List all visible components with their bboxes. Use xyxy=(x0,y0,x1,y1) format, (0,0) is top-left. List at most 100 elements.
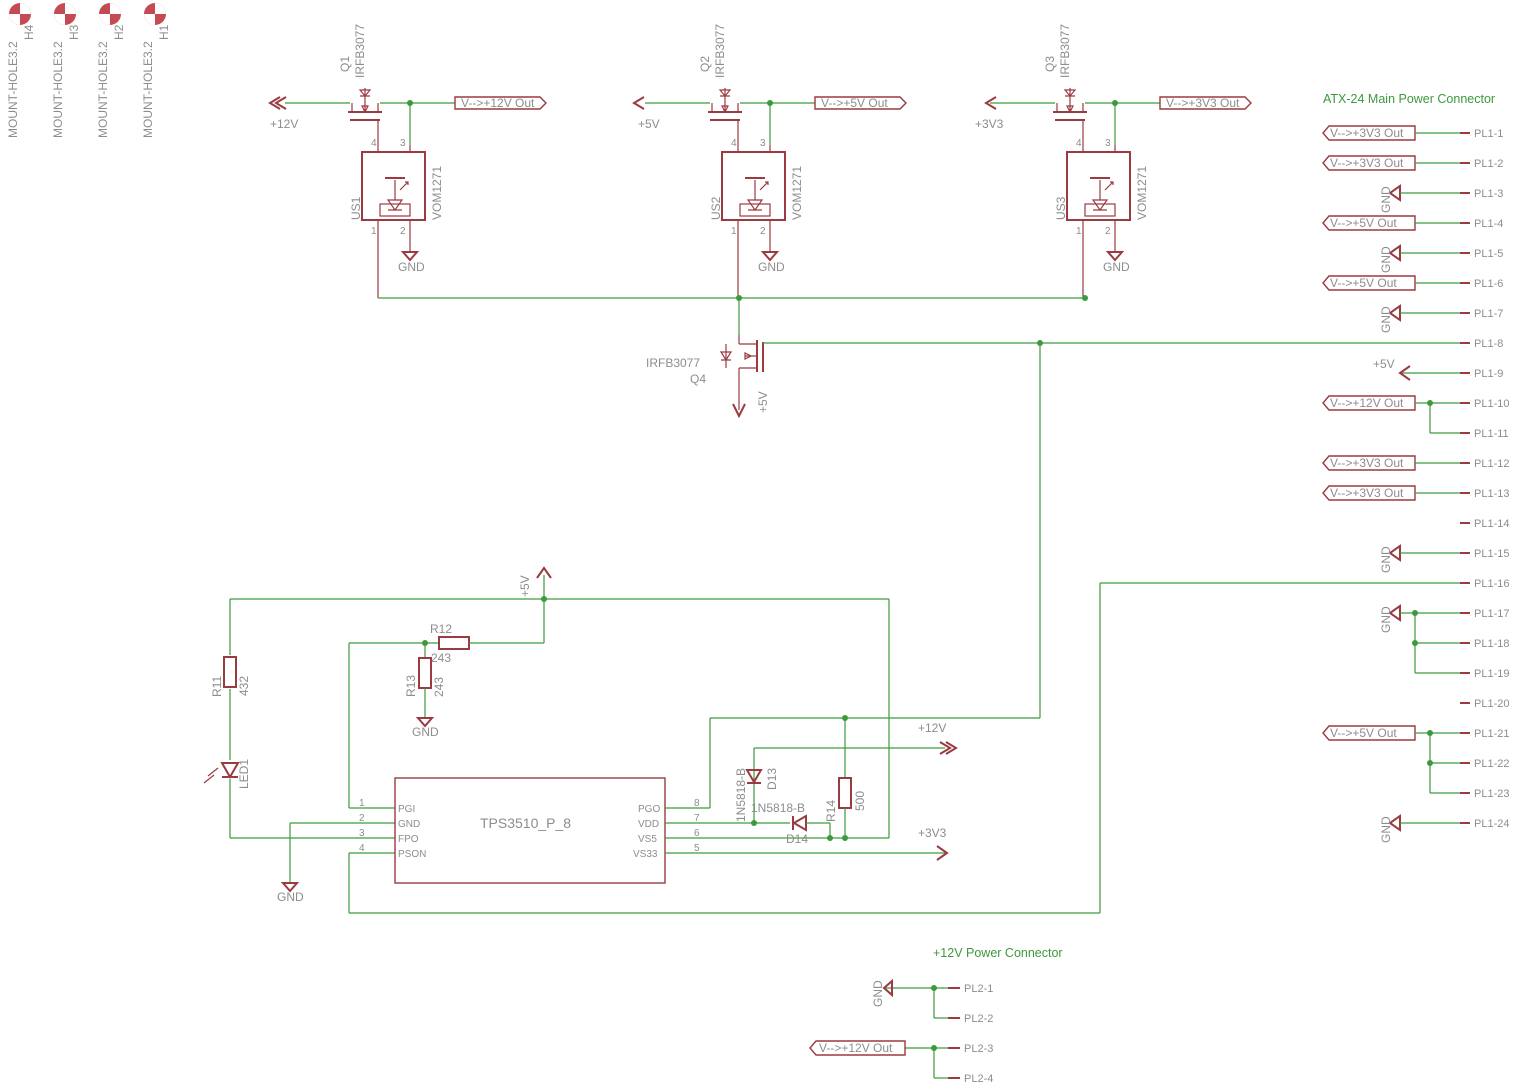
pin-1: 1 xyxy=(371,226,377,237)
atx-pin-label: PL1-1 xyxy=(1474,128,1503,140)
atx-flag-text: V-->+5V Out xyxy=(1330,726,1397,740)
rail-label: +5V xyxy=(638,117,660,131)
pin-4: 4 xyxy=(1076,138,1082,149)
ic-pin-name: FPO xyxy=(398,834,419,845)
atx-pin-row: PL1-12 xyxy=(1460,458,1509,470)
gnd-label: GND xyxy=(758,260,785,274)
atx-connector: PL1-1PL1-2PL1-3PL1-4PL1-5PL1-6PL1-7PL1-8… xyxy=(1322,125,1509,843)
d13-name: D13 xyxy=(765,768,779,790)
atx-pin-label: PL1-2 xyxy=(1474,158,1503,170)
atx-pin-label: PL1-5 xyxy=(1474,248,1503,260)
pin-3: 3 xyxy=(1105,138,1111,149)
diode-d14 xyxy=(792,814,807,832)
pin-2: 2 xyxy=(400,226,406,237)
atx-pin-row: PL1-21 xyxy=(1460,728,1509,740)
mount-hole-h3: MOUNT-HOLE3.2 H3 xyxy=(51,3,81,138)
switch-stage-3: +3V3 Q3 IRFB3077 V-->+3V3 Out xyxy=(975,24,1252,298)
pin-4: 4 xyxy=(731,138,737,149)
atx-pin-row: PL1-24 xyxy=(1460,818,1509,830)
resistor-r14 xyxy=(838,777,852,809)
pin9-rail: +5V xyxy=(1373,357,1395,371)
ic-pin-name: GND xyxy=(398,819,420,830)
r14-name: R14 xyxy=(824,800,838,822)
atx-pin-label: PL1-19 xyxy=(1474,668,1509,680)
ic-pin-num: 4 xyxy=(359,843,365,854)
optocoupler-us2 xyxy=(721,145,786,298)
mosfet-q4 xyxy=(719,335,764,419)
rail-label: +3V3 xyxy=(975,117,1004,131)
net-flag-out: V-->+5V Out xyxy=(814,96,907,110)
resistor-r12 xyxy=(438,636,470,650)
p12-pin: PL2-2 xyxy=(964,1013,993,1025)
p12-pin: PL2-4 xyxy=(964,1073,993,1085)
net-flag-p12 xyxy=(809,1040,906,1056)
mount-hole-h4: MOUNT-HOLE3.2 H4 xyxy=(6,3,36,138)
pin-1: 1 xyxy=(1076,226,1082,237)
r13-gnd: GND xyxy=(412,725,439,739)
opto-part: VOM1271 xyxy=(430,166,444,220)
led-1 xyxy=(203,762,240,784)
net-flag-out: V-->+12V Out xyxy=(454,96,547,110)
atx-pin-label: PL1-7 xyxy=(1474,308,1503,320)
p12-flag: V-->+12V Out xyxy=(819,1041,893,1055)
ic-pin-name: VS33 xyxy=(633,849,658,860)
opto-name: US1 xyxy=(349,196,363,220)
atx-pin-row: PL1-7 xyxy=(1460,308,1503,320)
optocoupler-us1 xyxy=(361,145,426,298)
ic-pin-name: PGO xyxy=(638,804,660,815)
atx-pin-label: PL1-14 xyxy=(1474,518,1509,530)
atx-pin-label: PL1-15 xyxy=(1474,548,1509,560)
r11-value: 432 xyxy=(237,676,251,696)
atx-gnd-symbol: GND xyxy=(1379,544,1460,573)
opto-name: US2 xyxy=(709,196,723,220)
atx-title: ATX-24 Main Power Connector xyxy=(1323,92,1495,106)
atx-pin-row: PL1-11 xyxy=(1460,428,1509,440)
hole-part: MOUNT-HOLE3.2 xyxy=(96,41,110,138)
net-flag-out: V-->+3V3 Out xyxy=(1159,96,1252,110)
atx-gnd-label: GND xyxy=(1379,606,1393,633)
switch-stage-1: +12V Q1 IRFB3077 V-->+12V Out xyxy=(268,24,547,298)
q4-rail: +5V xyxy=(756,391,770,413)
atx-pin-label: PL1-12 xyxy=(1474,458,1509,470)
atx-pin-row: PL1-15 xyxy=(1460,548,1509,560)
hole-part: MOUNT-HOLE3.2 xyxy=(141,41,155,138)
mosfet-part: IRFB3077 xyxy=(713,24,727,78)
atx-pin-row: PL1-16 xyxy=(1460,578,1509,590)
r13-name: R13 xyxy=(404,675,418,697)
supervisor-circuit xyxy=(203,566,1040,893)
pin-2: 2 xyxy=(760,226,766,237)
atx-pin-row: PL1-19 xyxy=(1460,668,1509,680)
atx-pin-label: PL1-11 xyxy=(1474,428,1509,440)
atx-pin-label: PL1-18 xyxy=(1474,638,1509,650)
ic-pin-num: 5 xyxy=(694,843,700,854)
atx-pin-label: PL1-16 xyxy=(1474,578,1509,590)
atx-pin-row: PL1-17 xyxy=(1460,608,1509,620)
mount-holes: MOUNT-HOLE3.2 H4 MOUNT-HOLE3.2 H3 MOUNT-… xyxy=(6,3,171,138)
ic-gnd-label: GND xyxy=(277,890,304,904)
hole-part: MOUNT-HOLE3.2 xyxy=(6,41,20,138)
atx-pin-label: PL1-13 xyxy=(1474,488,1509,500)
atx-flag-text: V-->+3V3 Out xyxy=(1330,486,1404,500)
atx-flag-text: V-->+3V3 Out xyxy=(1330,126,1404,140)
atx-pin-label: PL1-6 xyxy=(1474,278,1503,290)
atx-flag-text: V-->+3V3 Out xyxy=(1330,156,1404,170)
mosfet-name: Q1 xyxy=(338,56,352,72)
atx-pin-row: PL1-1 xyxy=(1460,128,1503,140)
rail-12v: +12V xyxy=(918,721,946,735)
p12-title: +12V Power Connector xyxy=(933,946,1063,960)
ic-pin-num: 6 xyxy=(694,828,700,839)
atx-pin-label: PL1-3 xyxy=(1474,188,1503,200)
hole-name: H1 xyxy=(157,24,171,40)
opto-name: US3 xyxy=(1054,196,1068,220)
ic-name: TPS3510_P_8 xyxy=(480,815,571,831)
r12-name: R12 xyxy=(430,622,452,636)
optocoupler-us3 xyxy=(1066,145,1131,298)
atx-gnd-symbol: GND xyxy=(1379,304,1460,333)
ic-pin-name: VS5 xyxy=(638,834,657,845)
atx-net-flag: V-->+12V Out xyxy=(1322,395,1460,411)
atx-pin-row: PL1-3 xyxy=(1460,188,1503,200)
rail-5v: +5V xyxy=(518,575,532,597)
p12-pin: PL2-1 xyxy=(964,983,993,995)
atx-pin-row: PL1-8 xyxy=(1460,338,1503,350)
